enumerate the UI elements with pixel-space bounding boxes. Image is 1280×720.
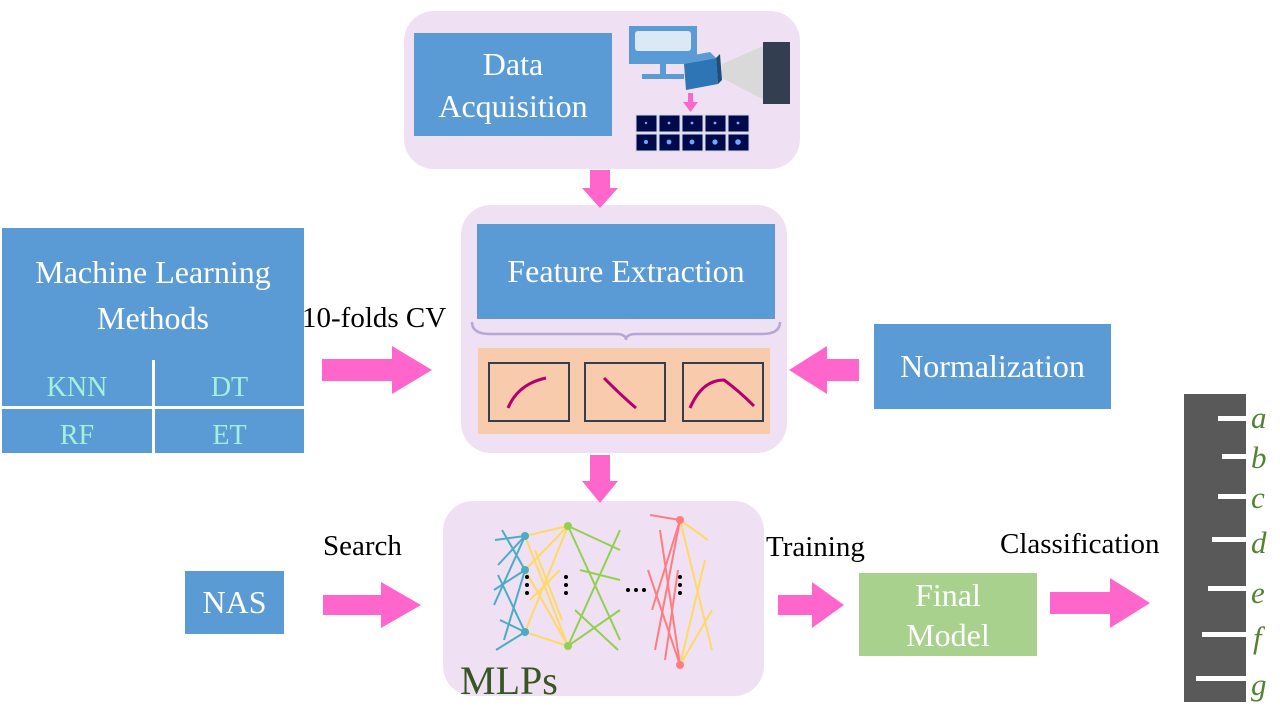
normalization-label: Normalization: [900, 348, 1085, 384]
ml-methods-title-line2: Methods: [97, 300, 209, 336]
final-model-box: Final Model: [859, 573, 1037, 656]
arrow-feature-to-mlps: [582, 455, 618, 503]
arrow-mlps-to-final: [778, 582, 844, 628]
method-et: ET: [212, 420, 247, 451]
ruler-tick-a: [1218, 416, 1246, 421]
arrow-acq-to-feature: [582, 170, 618, 208]
feature-extraction-box: Feature Extraction: [477, 224, 775, 319]
method-rf: RF: [59, 420, 95, 451]
feature-curve-1: [488, 362, 570, 422]
final-model-label-line2: Model: [906, 617, 990, 653]
class-b: b: [1251, 440, 1267, 475]
data-acquisition-label-line1: Data: [482, 46, 544, 82]
ruler-tick-c: [1218, 494, 1246, 499]
ruler-tick-d: [1212, 537, 1246, 542]
data-acquisition-box: Data Acquisition: [414, 33, 612, 136]
class-c: c: [1251, 480, 1265, 515]
normalization-box: Normalization: [874, 324, 1111, 409]
arrow-nas-to-mlps: [323, 582, 421, 628]
method-dt: DT: [210, 372, 249, 403]
light-source-icon: [763, 42, 790, 104]
class-f: f: [1253, 620, 1262, 655]
ruler-tick-f: [1202, 632, 1246, 637]
feature-curve-2: [584, 362, 666, 422]
arrow-final-to-classes: [1050, 578, 1150, 628]
class-a: a: [1251, 400, 1267, 435]
ruler-tick-g: [1196, 676, 1246, 681]
ml-grid-horizontal-line: [2, 406, 304, 409]
training-label: Training: [766, 531, 865, 563]
camera-icon: [678, 52, 722, 90]
nas-label: NAS: [202, 584, 267, 620]
cv-label: 10-folds CV: [302, 302, 447, 334]
down-arrow-icon: [683, 93, 698, 112]
ruler-tick-b: [1222, 454, 1246, 459]
light-beam: [722, 44, 768, 102]
nas-box: NAS: [185, 571, 284, 634]
search-label: Search: [323, 530, 402, 562]
feature-extraction-label: Feature Extraction: [507, 253, 745, 289]
acquisition-setup-illustration: [629, 26, 790, 152]
feature-curve-3: [682, 362, 764, 422]
method-knn: KNN: [46, 372, 108, 403]
brace-icon: [470, 321, 782, 341]
arrow-ml-to-feature: [322, 346, 432, 394]
class-g: g: [1251, 667, 1267, 702]
mlp-network-illustration: [493, 514, 713, 669]
class-ruler: [1184, 394, 1246, 702]
final-model-label-line1: Final: [915, 577, 981, 613]
ml-methods-title-line1: Machine Learning: [35, 254, 271, 290]
class-e: e: [1251, 575, 1265, 610]
class-d: d: [1251, 525, 1267, 560]
classification-label: Classification: [1000, 528, 1160, 560]
arrow-normalization-to-feature: [789, 346, 859, 394]
data-acquisition-label-line2: Acquisition: [438, 88, 588, 124]
mlps-label: MLPs: [460, 658, 558, 703]
ruler-tick-e: [1208, 586, 1246, 591]
image-grid: [635, 114, 750, 152]
